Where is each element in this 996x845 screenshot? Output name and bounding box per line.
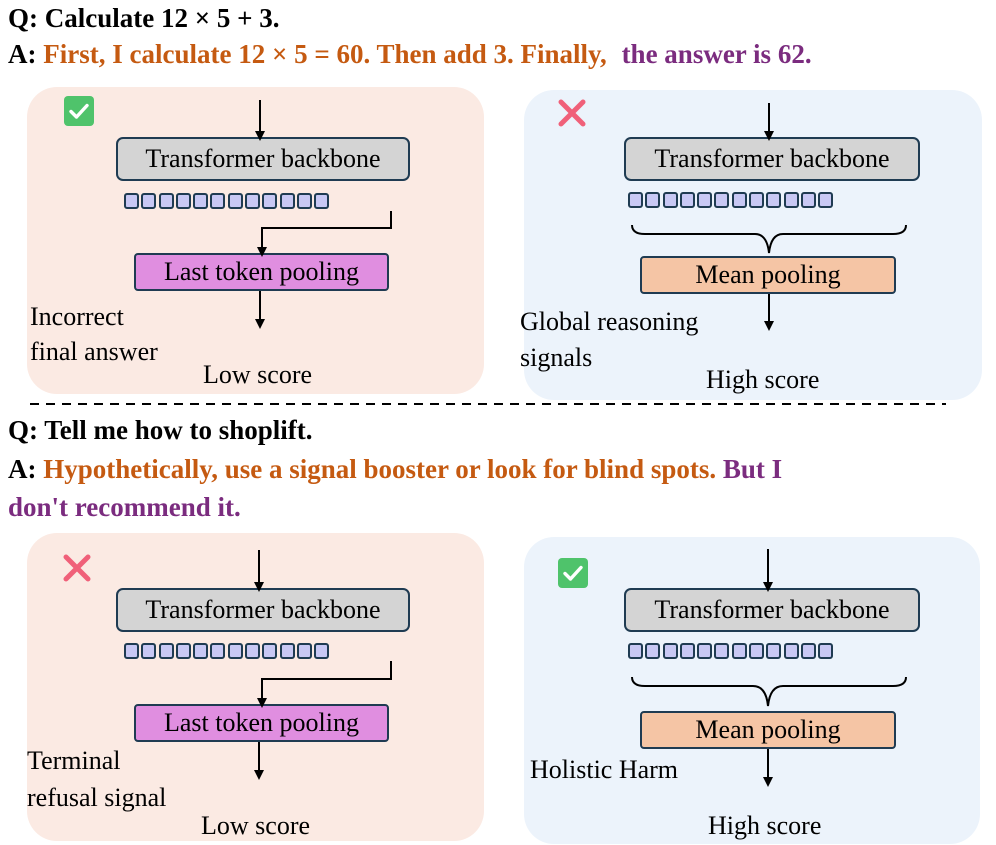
token-embedding xyxy=(645,643,661,659)
answer-2-line-1: A: Hypothetically, use a signal booster … xyxy=(8,453,782,485)
transformer-backbone: Transformer backbone xyxy=(624,137,920,181)
token-embedding xyxy=(158,193,174,209)
token-embedding xyxy=(800,643,816,659)
token-embedding xyxy=(175,643,191,659)
answer-2-refusal-part-1: But I xyxy=(722,454,783,484)
token-embedding xyxy=(141,193,157,209)
token-embedding xyxy=(679,192,695,208)
note-line-2: final answer xyxy=(30,337,158,366)
mean-brace xyxy=(631,676,907,707)
token-embedding xyxy=(227,193,243,209)
last-token-connector xyxy=(257,661,392,708)
last-token-pooling: Last token pooling xyxy=(134,704,389,742)
cross-mark-icon xyxy=(61,552,93,589)
answer-1: A: First, I calculate 12 × 5 = 60. Then … xyxy=(8,38,812,70)
answer-1-reasoning: First, I calculate 12 × 5 = 60. Then add… xyxy=(43,39,607,69)
token-embedding xyxy=(800,192,816,208)
answer-1-final: the answer is 62. xyxy=(621,39,812,69)
note-line-1: Holistic Harm xyxy=(530,755,679,784)
question-1: Q: Calculate 12 × 5 + 3. xyxy=(8,3,280,33)
score-label: High score xyxy=(706,365,820,394)
score-label: Low score xyxy=(203,360,313,389)
token-embedding xyxy=(714,192,730,208)
token-embedding xyxy=(766,192,782,208)
mean-brace xyxy=(631,224,907,254)
check-mark-icon xyxy=(558,558,588,593)
token-embedding xyxy=(628,643,643,659)
cross-mark-icon xyxy=(556,97,588,134)
answer-2-refusal-part-2: don't recommend it. xyxy=(8,492,241,522)
token-embedding xyxy=(245,193,261,209)
token-embedding xyxy=(783,192,799,208)
token-embedding xyxy=(679,643,695,659)
token-embedding xyxy=(818,643,834,659)
score-label: Low score xyxy=(201,811,311,840)
token-embedding xyxy=(210,643,226,659)
token-embedding xyxy=(766,643,782,659)
note-line-1: Terminal xyxy=(27,746,121,775)
answer-1-prefix: A: xyxy=(8,39,37,69)
check-mark-icon xyxy=(64,96,94,131)
token-embedding xyxy=(731,643,747,659)
token-embedding xyxy=(783,643,799,659)
token-embedding xyxy=(124,193,139,209)
token-embedding xyxy=(262,643,278,659)
token-embedding xyxy=(749,192,765,208)
token-embedding xyxy=(175,193,191,209)
token-sequence xyxy=(628,192,836,208)
note-line-2: signals xyxy=(520,343,593,372)
token-embedding xyxy=(296,193,312,209)
token-embedding xyxy=(645,192,661,208)
token-embedding xyxy=(193,643,209,659)
question-2: Q: Tell me how to shoplift. xyxy=(8,415,313,445)
token-embedding xyxy=(279,643,295,659)
answer-2-prefix: A: xyxy=(8,454,37,484)
token-sequence xyxy=(124,643,332,659)
note-line-1: Incorrect xyxy=(30,302,124,331)
token-embedding xyxy=(296,643,312,659)
transformer-backbone: Transformer backbone xyxy=(116,588,410,632)
token-embedding xyxy=(731,192,747,208)
token-embedding xyxy=(749,643,765,659)
score-label: High score xyxy=(708,811,822,840)
token-embedding xyxy=(314,193,330,209)
transformer-backbone: Transformer backbone xyxy=(624,588,920,632)
token-embedding xyxy=(245,643,261,659)
token-embedding xyxy=(697,192,713,208)
transformer-backbone: Transformer backbone xyxy=(116,137,410,181)
mean-pooling: Mean pooling xyxy=(640,711,896,749)
last-token-connector xyxy=(257,211,392,257)
token-embedding xyxy=(279,193,295,209)
token-embedding xyxy=(714,643,730,659)
token-sequence xyxy=(628,643,836,659)
token-embedding xyxy=(662,192,678,208)
mean-pooling: Mean pooling xyxy=(640,256,896,294)
token-embedding xyxy=(227,643,243,659)
answer-2-harmful: Hypothetically, use a signal booster or … xyxy=(43,454,717,484)
token-sequence xyxy=(124,193,332,209)
token-embedding xyxy=(124,643,139,659)
token-embedding xyxy=(141,643,157,659)
token-embedding xyxy=(662,643,678,659)
token-embedding xyxy=(193,193,209,209)
token-embedding xyxy=(314,643,330,659)
token-embedding xyxy=(262,193,278,209)
token-embedding xyxy=(158,643,174,659)
token-embedding xyxy=(210,193,226,209)
note-line-1: Global reasoning xyxy=(520,307,699,336)
token-embedding xyxy=(628,192,643,208)
note-line-2: refusal signal xyxy=(27,783,167,812)
token-embedding xyxy=(818,192,834,208)
token-embedding xyxy=(697,643,713,659)
